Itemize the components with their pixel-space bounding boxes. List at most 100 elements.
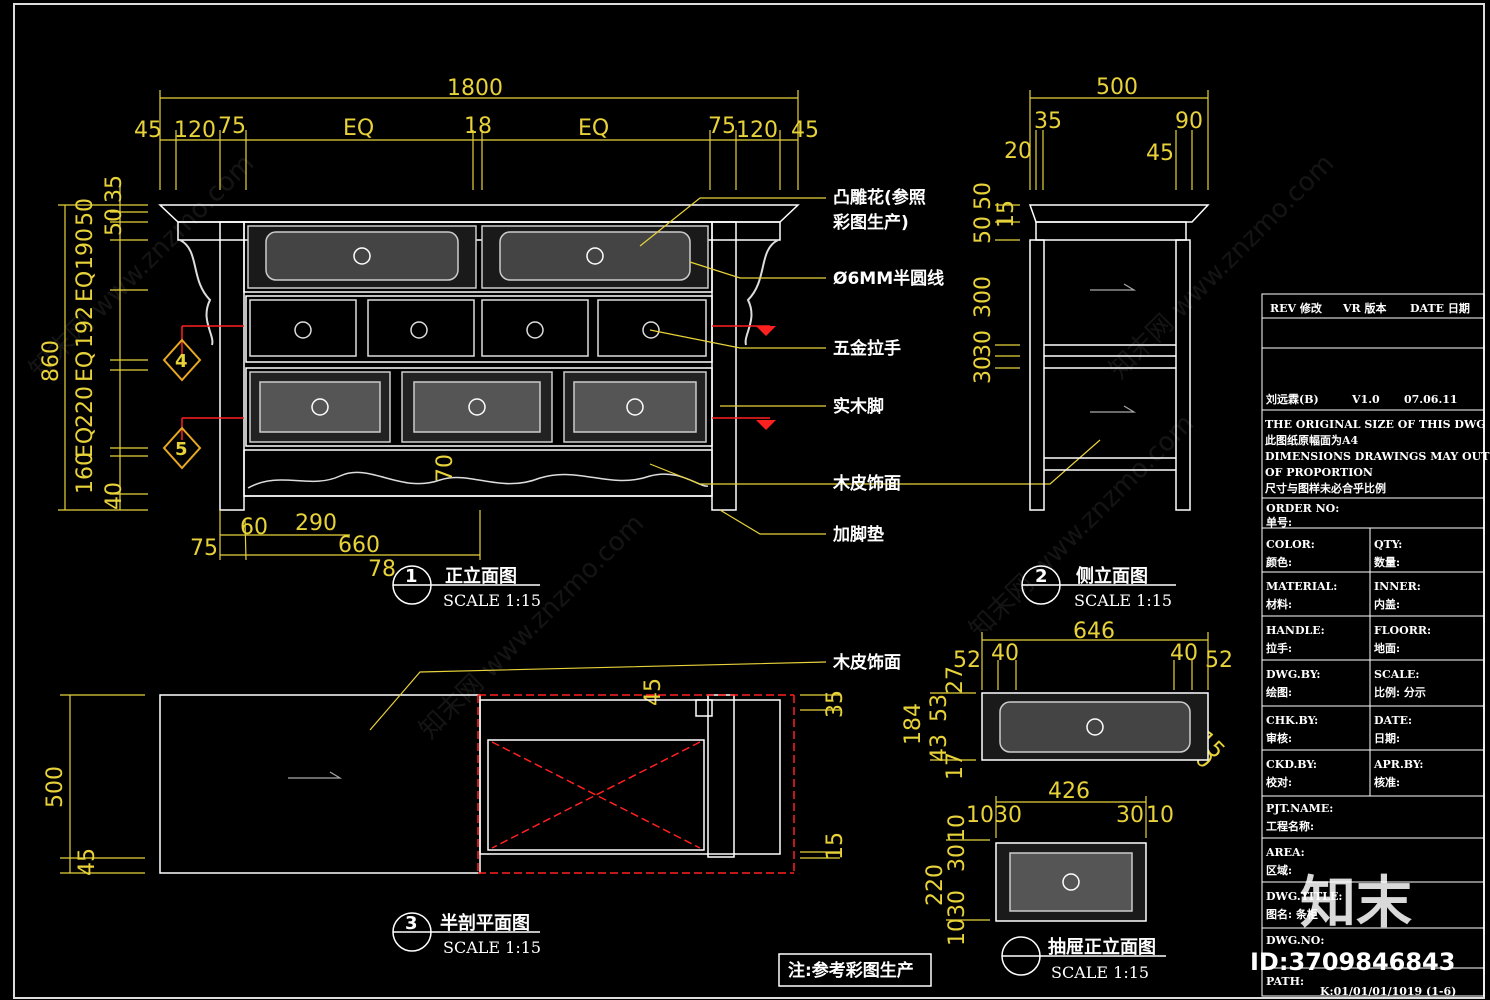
- tb-area: AREA:: [1265, 846, 1305, 859]
- tb-ckd-by-cn: 校对:: [1266, 775, 1292, 789]
- dim-side-30b: 30: [971, 356, 996, 384]
- dim-left-35: 35: [102, 175, 127, 203]
- svg-text:5: 5: [175, 439, 188, 460]
- dim-side-300: 300: [971, 276, 996, 318]
- dim-side-50b: 50: [971, 216, 996, 244]
- front-left-dimension-lines: [58, 180, 148, 511]
- dim-drawer-426: 426: [1048, 779, 1090, 804]
- callout-veneer-finish: 木皮饰面: [832, 473, 901, 494]
- plan-grain-arrow: [288, 771, 343, 779]
- section-marker-5: 5: [162, 426, 202, 470]
- callout-raised-carving: 凸雕花(参照: [833, 187, 926, 208]
- dim-drawer-43: 43: [927, 734, 952, 762]
- tb-scale-cn: 比例: 分示: [1374, 685, 1426, 699]
- side-dimension-lines: [995, 90, 1209, 369]
- dim-left-860: 860: [39, 340, 64, 382]
- dim-drawer-17: 17: [943, 752, 968, 780]
- side-grain-arrows: [1090, 283, 1137, 413]
- dim-drawer-184: 184: [901, 703, 926, 745]
- dim-overall-width: 1800: [447, 76, 503, 101]
- dim-left-220: 220: [73, 386, 98, 428]
- dim-plan-15: 15: [823, 832, 848, 860]
- dim-plan-500: 500: [43, 766, 68, 808]
- middle-drawers: [249, 299, 707, 357]
- tb-rev-version: V1.0: [1351, 393, 1380, 406]
- tb-inner: INNER:: [1374, 580, 1421, 593]
- svg-text:1: 1: [405, 566, 418, 587]
- svg-text:知末网 www.znzmo.com: 知末网 www.znzmo.com: [1104, 149, 1340, 385]
- tb-chk-by: CHK.BY:: [1266, 714, 1318, 727]
- brand-logo: 知末: [1300, 871, 1412, 936]
- tb-scale: SCALE:: [1374, 668, 1419, 681]
- svg-text:注:参考彩图生产: 注:参考彩图生产: [788, 960, 914, 981]
- dim-left-40: 40: [102, 482, 127, 510]
- callout-hardware-handle: 五金拉手: [833, 338, 901, 359]
- side-elevation-view: 500 35 20 90 45 50 50 15 300 30 30 2: [971, 75, 1210, 610]
- front-view-title: 1 正立面图 SCALE 1:15: [392, 565, 541, 610]
- dim-apron-70: 70: [433, 454, 458, 482]
- dim-plan-35: 35: [823, 690, 848, 718]
- drawer-front-views: 646 52 40 40 52 27 53 184 43 17 15 10 42…: [901, 619, 1233, 982]
- tb-date-cn: 日期:: [1374, 731, 1400, 745]
- tb-dwg-no: DWG.NO:: [1266, 934, 1324, 947]
- tb-color: COLOR:: [1266, 538, 1315, 551]
- dim-top-75-left: 75: [218, 114, 246, 139]
- dim-left-192: 192: [73, 306, 98, 348]
- dim-plan-45-top: 45: [641, 678, 666, 706]
- tb-apr-by: APR.BY:: [1373, 758, 1423, 771]
- dim-top-45-left: 45: [134, 118, 162, 143]
- dim-drawer-40-right: 40: [1170, 641, 1198, 666]
- title-block-grid: [1261, 293, 1485, 997]
- tb-order-no-cn: 单号:: [1266, 515, 1292, 529]
- tb-handle: HANDLE:: [1266, 624, 1325, 637]
- tb-qty-cn: 数量:: [1374, 555, 1400, 569]
- callout-half-round-line: Ø6MM半圆线: [833, 268, 944, 289]
- dim-left-eq2: EQ: [73, 351, 98, 382]
- left-corner-bracket: [179, 239, 214, 346]
- svg-text:SCALE 1:15: SCALE 1:15: [1051, 963, 1149, 982]
- front-top-dimension-lines: [159, 90, 799, 190]
- tb-material-cn: 材料:: [1266, 597, 1292, 611]
- svg-text:4: 4: [175, 351, 188, 372]
- dim-left-eq3: EQ: [73, 427, 98, 458]
- callout-foot-pad: 加脚垫: [832, 524, 884, 545]
- tb-project-cn: 工程名称:: [1266, 819, 1314, 833]
- cabinet-side-outline: [1028, 204, 1210, 511]
- dim-drawer-b-10-top: 10: [945, 814, 970, 842]
- drawer-lattice-front: [995, 842, 1147, 922]
- dim-bottom-660: 660: [338, 533, 380, 558]
- dim-top-eq-right: EQ: [578, 116, 609, 141]
- tb-rev-date: 07.06.11: [1404, 393, 1458, 406]
- drawer-dimension-lines: [930, 632, 1209, 921]
- title-block: REV 修改 VR 版本 DATE 日期 刘远霖(B) V1.0 07.06.1…: [1261, 293, 1490, 998]
- tb-dwg-title-cn: 图名: 条柜: [1266, 907, 1318, 921]
- section-arrow-4: [756, 326, 776, 336]
- dim-top-120-right: 120: [736, 118, 778, 143]
- cabinet-front-outline: [158, 204, 800, 511]
- dim-side-45: 45: [1146, 141, 1174, 166]
- drawer-view-title: 抽屉正立面图 SCALE 1:15: [1001, 936, 1166, 982]
- dim-top-18: 18: [464, 114, 492, 139]
- dim-drawer-53: 53: [927, 694, 952, 722]
- tb-project: PJT.NAME:: [1266, 802, 1333, 815]
- dim-side-35: 35: [1034, 109, 1062, 134]
- tb-inner-cn: 内盖:: [1374, 597, 1400, 611]
- svg-text:抽屉正立面图: 抽屉正立面图: [1048, 936, 1156, 958]
- lower-lattice-drawers: [249, 371, 707, 443]
- svg-text:侧立面图: 侧立面图: [1076, 565, 1148, 587]
- tb-qty: QTY:: [1374, 538, 1402, 551]
- front-bottom-dimension-lines: [219, 510, 481, 561]
- dim-left-50b: 50: [73, 198, 98, 226]
- dim-bottom-78: 78: [368, 557, 396, 582]
- tb-note-1: 此图纸原幅面为A4: [1265, 433, 1359, 447]
- section-arrow-5: [756, 420, 776, 430]
- dim-top-eq-left: EQ: [343, 116, 374, 141]
- svg-text:SCALE 1:15: SCALE 1:15: [443, 591, 541, 610]
- dim-left-50a: 50: [102, 208, 127, 236]
- svg-text:3: 3: [405, 913, 418, 934]
- dim-top-120-left: 120: [174, 118, 216, 143]
- drawer-carved-front: [981, 692, 1209, 761]
- svg-text:SCALE 1:15: SCALE 1:15: [1074, 591, 1172, 610]
- dim-bottom-75: 75: [190, 536, 218, 561]
